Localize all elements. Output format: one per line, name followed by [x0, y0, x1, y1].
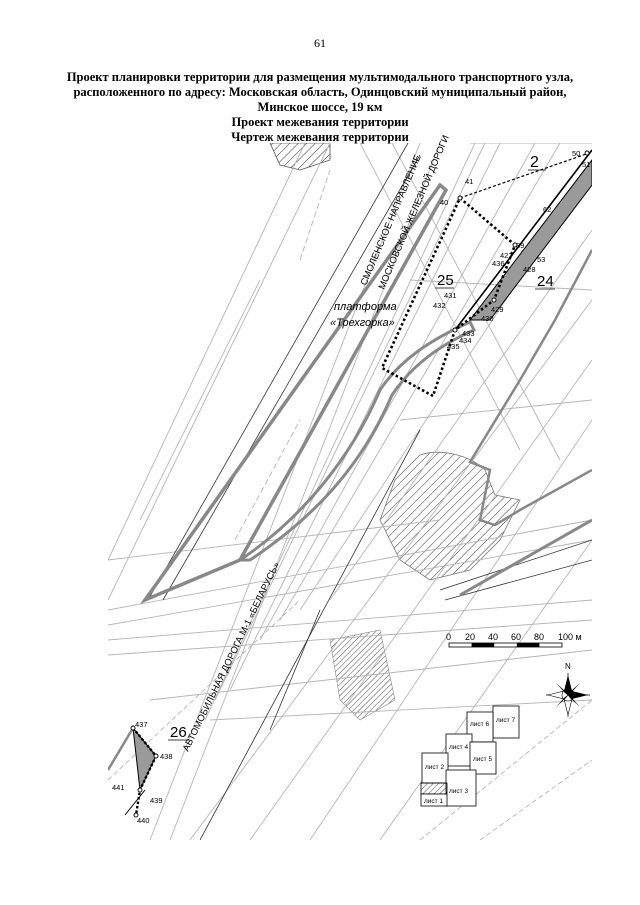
point-435: 435 [447, 342, 460, 351]
point-51: 51 [582, 160, 590, 169]
point-53: 53 [537, 255, 545, 264]
scale-tick-60: 60 [511, 632, 521, 642]
sheet-label-1: лист 1 [424, 798, 443, 805]
hatched-zone-top [269, 143, 331, 171]
page-number: 61 [314, 36, 326, 50]
parcel-24-edge [454, 149, 592, 331]
sheet-label-4: лист 4 [449, 744, 468, 751]
point-436: 436 [492, 259, 505, 268]
platform-label-2: «Трехгорка» [330, 317, 395, 329]
sheet-label-2: лист 2 [425, 764, 444, 771]
point-62: 62 [543, 205, 551, 214]
scale-tick-0: 0 [446, 632, 451, 642]
vertex-markers [130, 150, 590, 818]
point-434: 434 [459, 336, 472, 345]
parcel-24-strip [468, 159, 592, 321]
parcel-26-west-line [108, 727, 135, 771]
title-line-3: Минское шоссе, 19 км [257, 100, 383, 114]
point-430: 430 [481, 314, 494, 323]
hatched-zone-lower [329, 629, 396, 721]
sheet-label-3: лист 3 [449, 788, 468, 795]
parcel-label-2: 2 [530, 154, 539, 171]
parcel-boundary-east [468, 249, 592, 527]
hatched-zone-center [379, 451, 521, 581]
scale-tick-40: 40 [488, 632, 498, 642]
scale-tick-100: 100 м [558, 632, 582, 642]
compass-north-label: N [565, 662, 571, 671]
platform-ramp [235, 320, 477, 562]
platform-label-1: платформа [334, 301, 397, 313]
title-line-1: Проект планировки территории для размеще… [66, 70, 574, 84]
point-40: 40 [440, 198, 448, 207]
road-edge-lines [147, 143, 592, 840]
drawing-title: Проект планировки территории для размеще… [40, 70, 600, 145]
point-431: 431 [444, 291, 457, 300]
point-437: 437 [135, 720, 148, 729]
sheet-label-7: лист 7 [496, 717, 515, 724]
scale-bar: 0 20 40 60 80 100 м [446, 632, 582, 648]
parcel-26-boundary [132, 727, 158, 816]
platform-outline [140, 182, 449, 605]
point-441: 441 [112, 783, 125, 792]
point-439: 439 [150, 796, 163, 805]
point-433: 433 [462, 329, 475, 338]
title-line-5: Чертеж межевания территории [231, 130, 409, 144]
map-background [108, 143, 592, 840]
parcel-label-25: 25 [437, 272, 454, 289]
pipeline [459, 518, 592, 597]
scale-tick-20: 20 [465, 632, 475, 642]
point-50: 50 [572, 149, 580, 158]
road-label: АВТОМОБИЛЬНАЯ ДОРОГА М-1 «БЕЛАРУСЬ» [181, 561, 283, 754]
point-39: 39 [516, 241, 524, 250]
point-427: 427 [500, 251, 513, 260]
scale-tick-80: 80 [534, 632, 544, 642]
sheet-label-6: лист 6 [470, 721, 489, 728]
parcel-label-26: 26 [170, 724, 187, 741]
point-429: 429 [491, 305, 504, 314]
compass-rose-icon: N [546, 662, 590, 717]
sheet-label-5: лист 5 [473, 756, 492, 763]
point-41: 41 [465, 177, 473, 186]
point-438: 438 [160, 752, 173, 761]
point-440: 440 [137, 816, 150, 825]
parcel-label-24: 24 [537, 273, 554, 290]
sheet-index: лист 7 лист 6 лист 4 лист 5 лист 2 лист … [420, 705, 520, 807]
title-line-4: Проект межевания территории [231, 115, 409, 129]
point-428: 428 [523, 265, 536, 274]
title-line-2: расположенного по адресу: Московская обл… [73, 85, 567, 99]
point-432: 432 [433, 301, 446, 310]
parcel-2-boundary [459, 151, 592, 199]
background-lines [108, 143, 592, 840]
